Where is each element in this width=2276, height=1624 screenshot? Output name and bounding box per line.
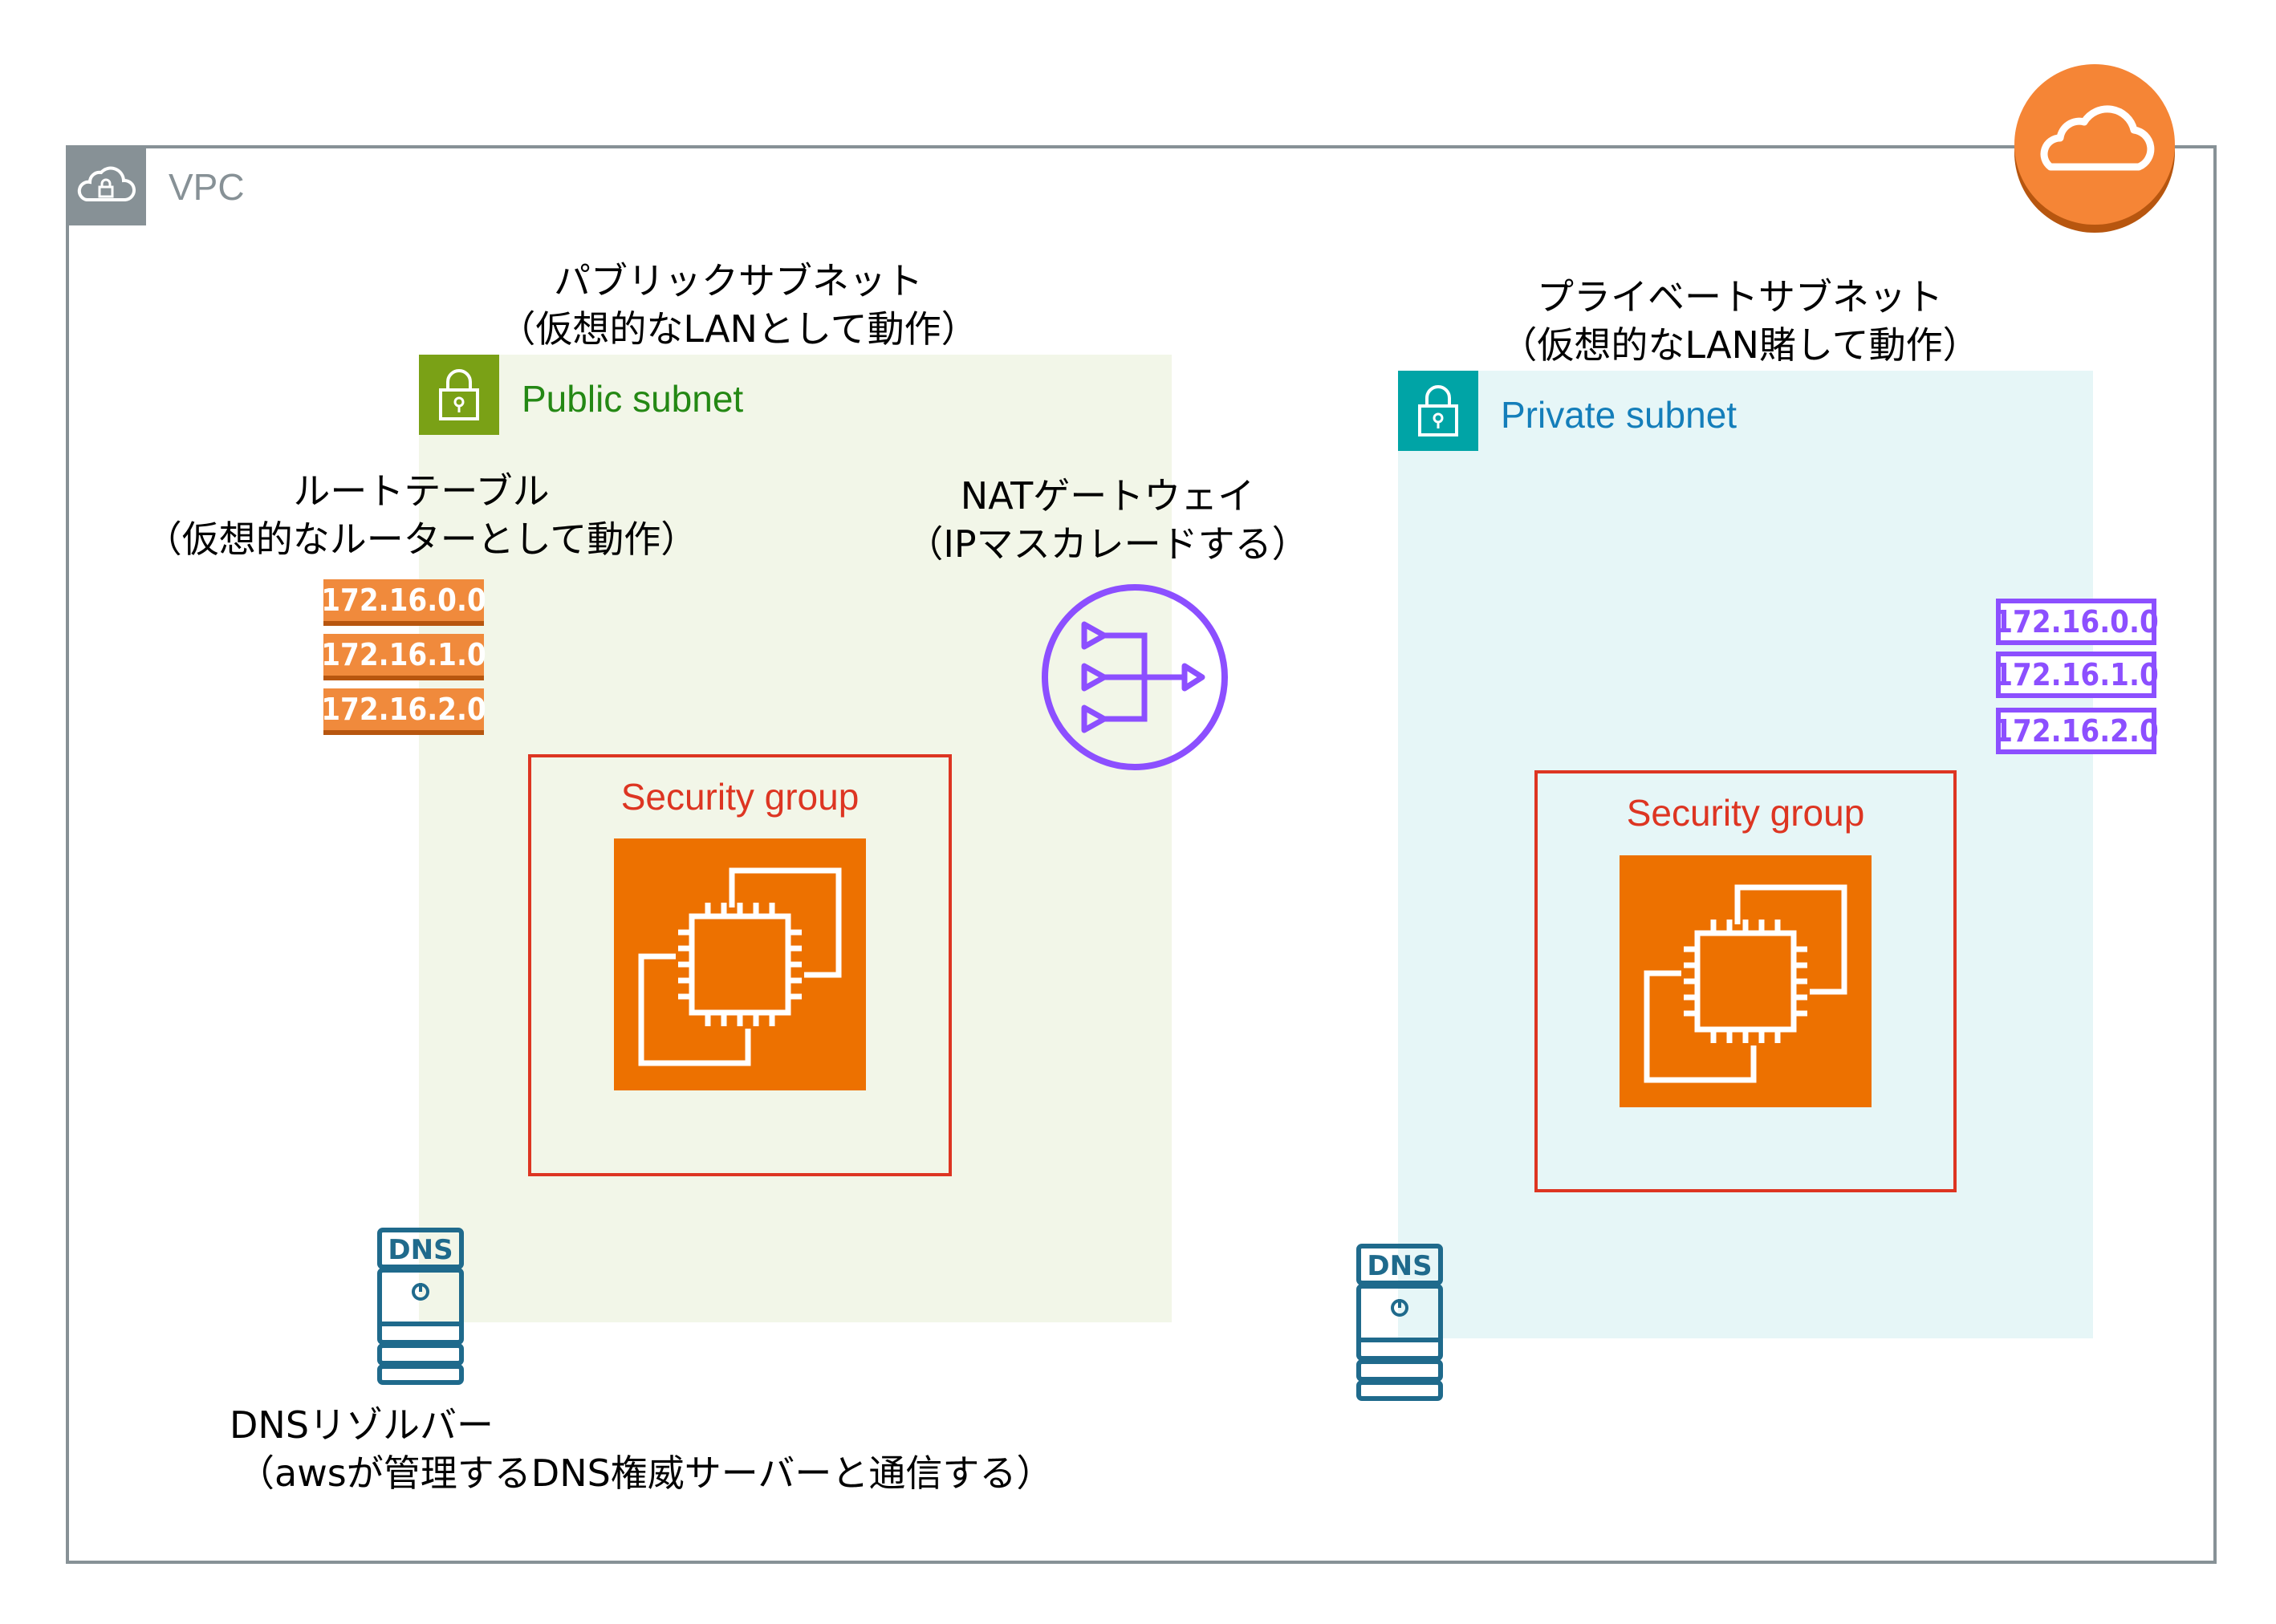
nat-gateway-heading-line2: （IPマスカレードする） (906, 522, 1309, 566)
nat-gateway-heading: NATゲートウェイ （IPマスカレードする） (906, 472, 1308, 568)
private-security-group (1534, 770, 1957, 1192)
vpc-cloud-lock-icon (77, 166, 136, 201)
public-security-group-label: Security group (620, 776, 860, 818)
dns-resolver-heading: DNSリゾルバー （awsが管理するDNS権威サーバーと通信する） (230, 1401, 1053, 1497)
route-table-heading-line2: （仮想的なルーターとして動作） (144, 518, 698, 561)
public-ec2-instance (614, 838, 866, 1090)
vpc-container (66, 145, 2217, 1564)
nat-gateway-heading-line1: NATゲートウェイ (960, 474, 1255, 518)
private-route-entry: 172.16.2.0 (1994, 708, 2159, 754)
dns-icon-text: DNS (1367, 1250, 1432, 1282)
public-route-entry: 172.16.2.0 (321, 688, 486, 735)
route-table-heading: ルートテーブル （仮想的なルーターとして動作） (145, 467, 698, 563)
private-ec2-instance (1620, 855, 1872, 1107)
public-subnet-heading: パブリックサブネット （仮想的なLANとして動作） (498, 257, 977, 353)
private-route-entry: 172.16.1.0 (1994, 652, 2159, 698)
dns-resolver-public: DNS (376, 1226, 465, 1386)
lock-icon (439, 369, 479, 420)
dns-server-icon: DNS (1356, 1244, 1443, 1401)
private-subnet (1398, 371, 2093, 1338)
private-security-group-label: Security group (1626, 792, 1865, 834)
ec2-instance-icon (638, 867, 842, 1066)
dns-resolver-heading-line1: DNSリゾルバー (230, 1403, 494, 1447)
private-subnet-heading-line2: （仮想的なLAN賭して動作） (1500, 323, 1980, 367)
route-table-heading-line1: ルートテーブル (293, 469, 550, 513)
public-subnet-label: Public subnet (522, 378, 744, 420)
private-subnet-label: Private subnet (1501, 394, 1737, 436)
dns-icon-text: DNS (388, 1234, 453, 1266)
dns-server-icon: DNS (377, 1228, 464, 1385)
vpc-tag (66, 145, 146, 225)
private-subnet-heading: プライベートサブネット （仮想的なLAN賭して動作） (1500, 273, 1979, 369)
dns-resolver-private: DNS (1355, 1242, 1445, 1403)
private-subnet-heading-line1: プライベートサブネット (1537, 275, 1943, 319)
public-security-group (528, 754, 952, 1176)
vpc-label: VPC (169, 166, 245, 208)
public-route-entry: 172.16.0.0 (321, 579, 486, 626)
public-subnet-heading-line1: パブリックサブネット (554, 259, 923, 302)
public-subnet-tag (419, 355, 499, 435)
dns-resolver-heading-line2: （awsが管理するDNS権威サーバーと通信する） (238, 1451, 1054, 1495)
nat-gateway (1040, 583, 1229, 772)
public-subnet-heading-line2: （仮想的なLANとして動作） (498, 307, 978, 351)
private-route-entry: 172.16.0.0 (1994, 599, 2159, 645)
public-route-entry: 172.16.1.0 (321, 634, 486, 680)
cloud-badge (2010, 64, 2179, 233)
private-subnet-tag (1398, 371, 1478, 451)
cloud-icon (2014, 64, 2175, 233)
lock-icon (1418, 385, 1458, 436)
nat-gateway-icon (1042, 584, 1228, 770)
ec2-instance-icon (1644, 884, 1847, 1083)
